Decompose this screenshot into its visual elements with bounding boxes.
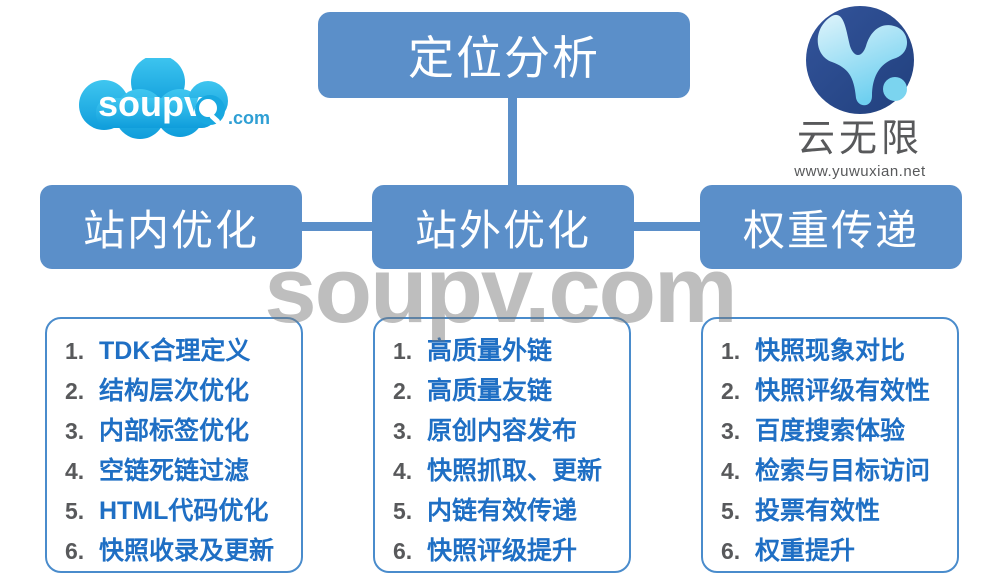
- list-item: 3. 原创内容发布: [393, 411, 629, 451]
- list-item-label: 原创内容发布: [427, 417, 578, 445]
- list-item-number: 5.: [721, 498, 741, 524]
- list-onsite: 1. TDK合理定义 2. 结构层次优化 3. 内部标签优化 4. 空链死链过滤…: [47, 331, 301, 571]
- yuwuxian-name: 云无限: [796, 118, 923, 160]
- soupv-wordmark: soupv: [98, 83, 204, 124]
- list-item-label: 快照现象对比: [755, 337, 906, 365]
- list-item-number: 1.: [65, 338, 85, 364]
- list-item-label: TDK合理定义: [99, 337, 251, 365]
- list-item: 4. 检索与目标访问: [721, 451, 957, 491]
- node-branch-offsite[interactable]: 站外优化: [372, 185, 634, 269]
- list-item: 2. 高质量友链: [393, 371, 629, 411]
- list-item-label: 快照评级提升: [427, 537, 578, 565]
- list-item-label: 权重提升: [755, 537, 856, 565]
- list-item: 4. 快照抓取、更新: [393, 451, 629, 491]
- list-item-label: 快照收录及更新: [99, 537, 275, 565]
- node-branch-onsite[interactable]: 站内优化: [40, 185, 302, 269]
- list-item: 2. 结构层次优化: [65, 371, 301, 411]
- list-item-label: 高质量友链: [427, 377, 553, 405]
- list-item: 5. 投票有效性: [721, 491, 957, 531]
- panel-offsite-list: 1. 高质量外链 2. 高质量友链 3. 原创内容发布 4. 快照抓取、更新 5…: [373, 317, 631, 573]
- list-item-label: 内部标签优化: [99, 417, 250, 445]
- list-item: 6. 快照收录及更新: [65, 531, 301, 571]
- yuwuxian-mark-icon: [806, 6, 914, 114]
- cloud-icon: soupv .com: [79, 55, 270, 139]
- panel-weight-list: 1. 快照现象对比 2. 快照评级有效性 3. 百度搜索体验 4. 检索与目标访…: [701, 317, 959, 573]
- list-item-label: 快照评级有效性: [755, 377, 931, 405]
- list-item-number: 1.: [721, 338, 741, 364]
- list-item-number: 5.: [65, 498, 85, 524]
- list-item: 3. 内部标签优化: [65, 411, 301, 451]
- list-item-number: 2.: [393, 378, 413, 404]
- list-item-label: 投票有效性: [755, 497, 881, 525]
- node-root[interactable]: 定位分析: [318, 12, 690, 98]
- list-item-label: 空链死链过滤: [99, 457, 250, 485]
- panel-onsite-list: 1. TDK合理定义 2. 结构层次优化 3. 内部标签优化 4. 空链死链过滤…: [45, 317, 303, 573]
- list-item: 3. 百度搜索体验: [721, 411, 957, 451]
- list-weight: 1. 快照现象对比 2. 快照评级有效性 3. 百度搜索体验 4. 检索与目标访…: [703, 331, 957, 571]
- list-item-number: 4.: [393, 458, 413, 484]
- list-item: 4. 空链死链过滤: [65, 451, 301, 491]
- list-item-label: 快照抓取、更新: [427, 457, 603, 485]
- yuwuxian-logo: 云无限 www.yuwuxian.net: [760, 2, 960, 180]
- list-item: 5. 内链有效传递: [393, 491, 629, 531]
- list-item-number: 6.: [393, 538, 413, 564]
- list-item: 6. 快照评级提升: [393, 531, 629, 571]
- list-item: 5. HTML代码优化: [65, 491, 301, 531]
- list-item-label: 百度搜索体验: [755, 417, 906, 445]
- node-branch-weight[interactable]: 权重传递: [700, 185, 962, 269]
- list-item-number: 4.: [721, 458, 741, 484]
- soupv-suffix: .com: [228, 108, 270, 128]
- list-item: 2. 快照评级有效性: [721, 371, 957, 411]
- connector-root-to-branch: [508, 96, 517, 191]
- list-item-number: 4.: [65, 458, 85, 484]
- list-item-number: 3.: [721, 418, 741, 444]
- yuwuxian-url: www.yuwuxian.net: [794, 163, 926, 180]
- list-item: 1. 快照现象对比: [721, 331, 957, 371]
- list-item-number: 6.: [65, 538, 85, 564]
- list-item: 1. 高质量外链: [393, 331, 629, 371]
- list-item-label: 高质量外链: [427, 337, 553, 365]
- list-item-label: 检索与目标访问: [755, 457, 931, 485]
- list-item-number: 2.: [721, 378, 741, 404]
- list-item-number: 6.: [721, 538, 741, 564]
- list-item-label: 内链有效传递: [427, 497, 578, 525]
- list-item: 1. TDK合理定义: [65, 331, 301, 371]
- list-item-number: 3.: [65, 418, 85, 444]
- list-item-number: 1.: [393, 338, 413, 364]
- list-offsite: 1. 高质量外链 2. 高质量友链 3. 原创内容发布 4. 快照抓取、更新 5…: [375, 331, 629, 571]
- list-item-label: HTML代码优化: [99, 497, 269, 525]
- list-item-label: 结构层次优化: [99, 377, 250, 405]
- soupv-logo: soupv .com: [62, 55, 282, 146]
- list-item: 6. 权重提升: [721, 531, 957, 571]
- list-item-number: 5.: [393, 498, 413, 524]
- list-item-number: 3.: [393, 418, 413, 444]
- list-item-number: 2.: [65, 378, 85, 404]
